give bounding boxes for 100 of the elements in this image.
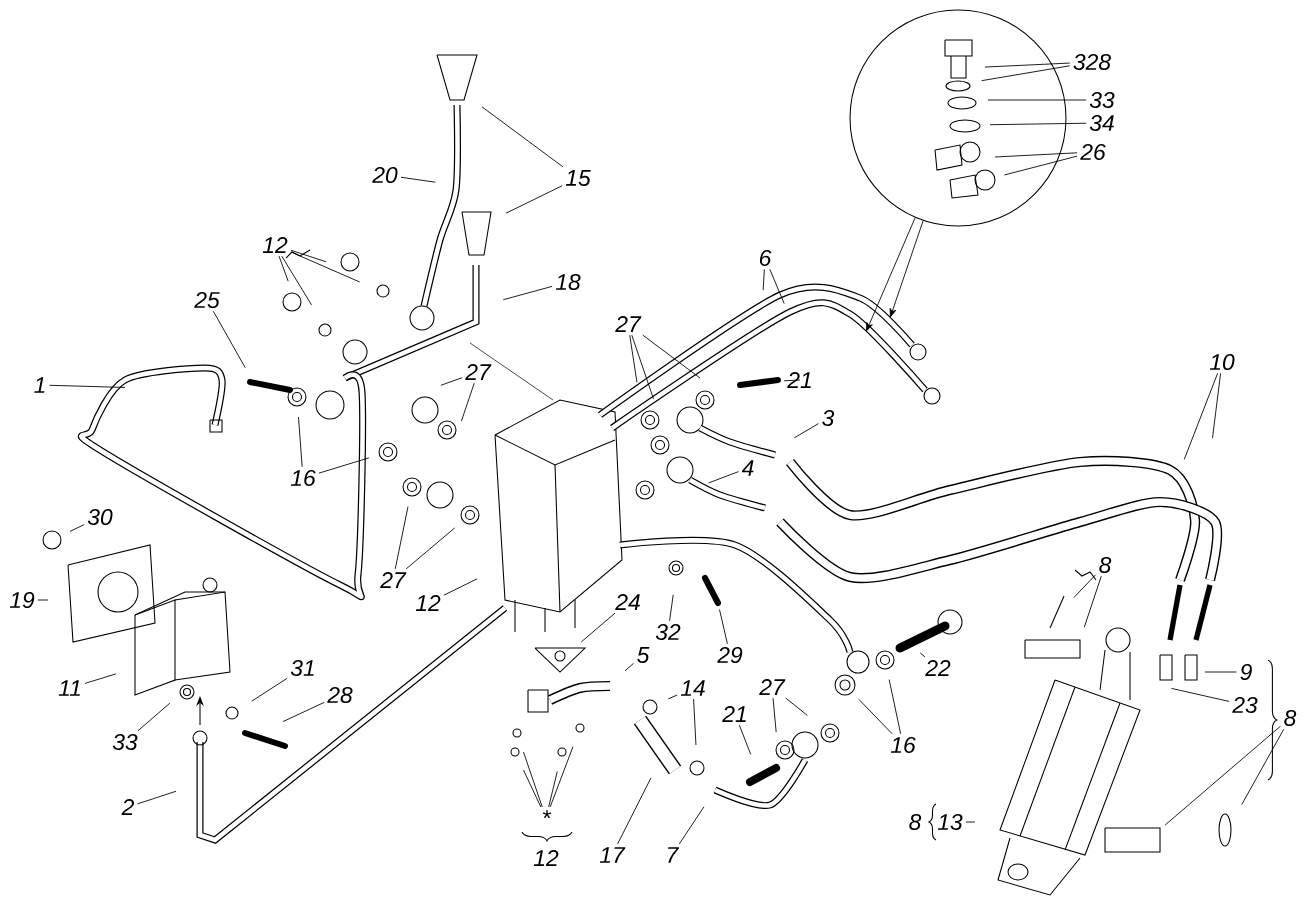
leader-line [708, 471, 739, 484]
leader-line [548, 771, 558, 808]
leader-line [49, 384, 126, 388]
leader-line [502, 285, 553, 301]
leader-line [1003, 155, 1078, 176]
leader-line [400, 176, 436, 183]
callout-number: 11 [58, 680, 80, 696]
leader-line [460, 382, 475, 422]
leader-line [858, 698, 893, 735]
leader-line [642, 334, 701, 379]
leader-line [1083, 575, 1102, 628]
leader-line [667, 694, 678, 700]
leader-line [762, 268, 765, 291]
leader-line [631, 334, 654, 400]
callout-number: 22 [925, 660, 951, 676]
callout-number: 24 [615, 594, 640, 610]
callout-number: 27 [380, 572, 407, 588]
leader-line [290, 251, 361, 283]
callout-number: 17 [599, 847, 626, 863]
callout-number: 1 [34, 377, 45, 393]
callout-number: 20 [372, 166, 398, 184]
callout-number: 23 [1232, 696, 1258, 714]
leader-line [919, 652, 926, 658]
leader-line [678, 806, 705, 845]
leader-line [629, 334, 638, 383]
callout-number: 13 [937, 813, 963, 831]
leader-line [888, 679, 902, 735]
detail-circle [849, 9, 1067, 227]
leader-line [669, 594, 674, 622]
leader-line [866, 217, 916, 332]
callout-number: 26 [1080, 143, 1106, 161]
leader-line [693, 698, 697, 746]
callout-number: 2 [121, 799, 134, 815]
leader-line [1164, 725, 1281, 826]
leader-line [298, 416, 303, 468]
callout-number: 4 [741, 460, 754, 476]
leader-line [281, 255, 313, 306]
callout-number: 27 [759, 679, 786, 695]
callout-number: 21 [722, 706, 746, 722]
callout-number: 28 [327, 686, 353, 704]
callout-number: 6 [759, 249, 772, 267]
callout-number: 25 [194, 291, 220, 309]
callout-number: 9 [1240, 663, 1252, 681]
leader-line [443, 578, 478, 596]
leader-line [769, 268, 785, 305]
callout-number: 16 [890, 736, 916, 754]
callout-number: 27 [615, 316, 642, 332]
leader-line [290, 249, 327, 263]
callout-number: 8 [1099, 556, 1112, 574]
leader-line [137, 702, 171, 732]
callout-number: 3 [822, 409, 835, 427]
leader-line [1171, 687, 1230, 702]
leader-line [984, 62, 1071, 68]
callout-number: 15 [565, 170, 591, 186]
leader-line [785, 697, 808, 716]
callout-number: 19 [9, 591, 35, 609]
leader-line [549, 746, 574, 808]
leader-line [69, 524, 85, 532]
leader-line [580, 612, 616, 643]
leader-line [523, 769, 542, 808]
callout-number: 33 [1089, 91, 1115, 109]
leader-line [719, 609, 728, 645]
callout-number: 328 [1073, 53, 1111, 71]
leader-line [783, 379, 801, 382]
leader-line [738, 724, 752, 755]
callout-number: 31 [290, 659, 314, 677]
leader-line [318, 457, 370, 474]
callout-number: 30 [87, 508, 113, 526]
part-label: 8 [909, 813, 922, 831]
leader-line [278, 255, 289, 282]
callout-number: 10 [1209, 353, 1235, 371]
leader-line [624, 662, 634, 672]
leader-line [1212, 372, 1222, 439]
leader-line [440, 377, 463, 386]
callout-number: 7 [668, 847, 680, 863]
leader-line [772, 697, 777, 733]
leader-line [251, 677, 288, 702]
leader-line [394, 506, 409, 570]
leader-line [987, 99, 1087, 101]
callout-number: 8 [1284, 709, 1297, 727]
leader-line [617, 777, 652, 845]
callout-number: 32 [655, 623, 681, 641]
leader-line [1204, 671, 1237, 673]
callout-number: 21 [787, 372, 811, 388]
leader-line [994, 152, 1078, 158]
leader-line [965, 821, 976, 823]
callout-number: 14 [680, 680, 705, 696]
leader-line [505, 185, 563, 214]
leader-line [1073, 574, 1096, 598]
callout-number: 27 [465, 364, 492, 380]
callout-number: 33 [112, 733, 138, 751]
callout-number: * [542, 810, 552, 819]
leader-line [212, 310, 246, 369]
callout-number: 12 [415, 595, 441, 611]
part-label: 12 [533, 850, 559, 866]
leader-line [523, 751, 543, 808]
leader-line [37, 599, 49, 601]
callout-number: 34 [1089, 114, 1114, 132]
leader-line [84, 673, 117, 684]
callout-number: 12 [262, 237, 288, 253]
